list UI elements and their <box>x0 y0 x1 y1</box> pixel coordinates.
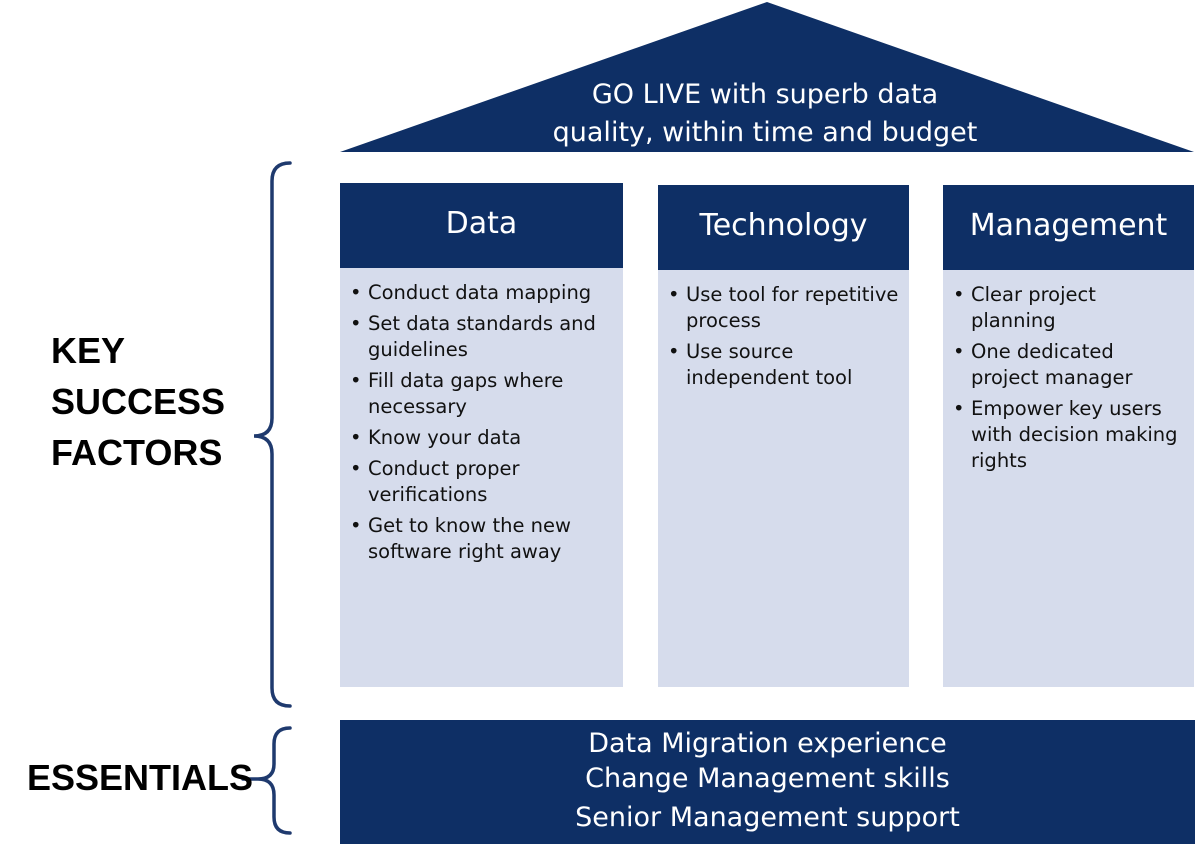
pillar-list-management: • Clear project planning • One dedicated p… <box>943 270 1194 474</box>
list-item-text: Use source independent tool <box>686 340 853 389</box>
bullet-icon: • <box>953 340 965 363</box>
bullet-icon: • <box>350 312 362 335</box>
pillar-management: Management • Clear project planning • One … <box>943 185 1194 687</box>
roof-goal-text: GO LIVE with superb data quality, within… <box>440 76 1090 152</box>
list-item: • Fill data gaps where necessary <box>350 368 615 420</box>
pillar-data: Data • Conduct data mapping • Set data sta… <box>340 183 623 687</box>
essentials-line-2: Change Management skills <box>585 763 950 794</box>
essentials-label: ESSENTIALS <box>27 752 253 803</box>
list-item-text: Conduct proper verifications <box>368 457 520 506</box>
key-success-factors-label: KEY SUCCESS FACTORS <box>51 325 225 478</box>
essentials-label-text: ESSENTIALS <box>27 757 254 798</box>
bullet-icon: • <box>668 283 680 306</box>
key-success-factors-bracket <box>253 161 292 708</box>
list-item: • Get to know the new software right away <box>350 513 615 565</box>
essentials-line-1: Data Migration experience <box>588 728 947 759</box>
list-item-text: One dedicated project manager <box>971 340 1133 389</box>
pillar-title-management: Management <box>943 185 1194 270</box>
list-item-text: Fill data gaps where necessary <box>368 369 564 418</box>
pillar-title-technology: Technology <box>658 185 909 270</box>
key-success-factors-line-2: SUCCESS <box>51 381 226 422</box>
list-item: • One dedicated project manager <box>953 339 1186 391</box>
pillar-body-data: • Conduct data mapping • Set data standard… <box>340 268 623 687</box>
bullet-icon: • <box>350 426 362 449</box>
list-item-text: Know your data <box>368 426 522 449</box>
bullet-icon: • <box>953 397 965 420</box>
roof-line-2: quality, within time and budget <box>552 117 978 148</box>
bullet-icon: • <box>953 283 965 306</box>
key-success-factors-line-3: FACTORS <box>51 432 223 473</box>
bullet-icon: • <box>350 281 362 304</box>
list-item: • Use tool for repetitive process <box>668 282 901 334</box>
list-item: • Conduct proper verifications <box>350 456 615 508</box>
pillar-body-management: • Clear project planning • One dedicated p… <box>943 270 1194 687</box>
list-item: • Conduct data mapping <box>350 280 615 306</box>
list-item: • Know your data <box>350 425 615 451</box>
list-item: • Use source independent tool <box>668 339 901 391</box>
list-item: • Empower key users with decision making … <box>953 396 1186 474</box>
pillar-technology: Technology • Use tool for repetitive proc… <box>658 185 909 687</box>
list-item-text: Conduct data mapping <box>368 281 592 304</box>
list-item-text: Set data standards and guidelines <box>368 312 596 361</box>
list-item-text: Get to know the new software right away <box>368 514 571 563</box>
pillar-title-data: Data <box>340 183 623 268</box>
list-item: • Clear project planning <box>953 282 1186 334</box>
roof-line-1: GO LIVE with superb data <box>591 79 939 110</box>
pillar-list-data: • Conduct data mapping • Set data standard… <box>340 268 623 565</box>
key-success-factors-line-1: KEY <box>51 330 126 371</box>
bullet-icon: • <box>350 369 362 392</box>
bullet-icon: • <box>350 514 362 537</box>
pillar-body-technology: • Use tool for repetitive process • Use so… <box>658 270 909 687</box>
list-item: • Set data standards and guidelines <box>350 311 615 363</box>
pillar-list-technology: • Use tool for repetitive process • Use so… <box>658 270 909 391</box>
bullet-icon: • <box>668 340 680 363</box>
foundation-essentials: Data Migration experience Change Managem… <box>340 720 1195 844</box>
bullet-icon: • <box>350 457 362 480</box>
essentials-line-3: Senior Management support <box>575 802 960 833</box>
list-item-text: Empower key users with decision making r… <box>971 397 1178 472</box>
roof-triangle <box>340 2 1194 152</box>
list-item-text: Use tool for repetitive process <box>686 283 899 332</box>
list-item-text: Clear project planning <box>971 283 1096 332</box>
essentials-bracket <box>241 726 292 835</box>
